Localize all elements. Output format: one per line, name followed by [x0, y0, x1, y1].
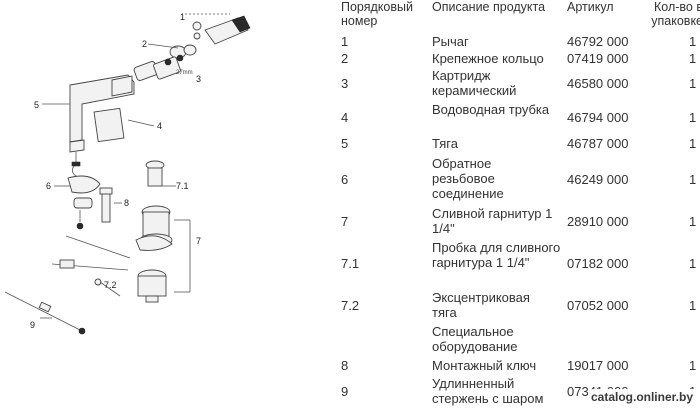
row-description: Удлинненный стержень с шаром	[432, 376, 544, 406]
row-quantity: 1	[689, 214, 697, 229]
row-number: 7.1	[341, 256, 360, 271]
row-quantity: 1	[689, 172, 697, 187]
row-description: Обратное резьбовое соединение	[432, 156, 504, 201]
row-article: 07419 000	[567, 51, 629, 66]
section-title: Специальное оборудование	[432, 324, 518, 354]
callout-lines	[40, 13, 230, 319]
callout-1: 1	[180, 12, 185, 22]
row-number: 5	[341, 136, 349, 151]
cartridge-part: 27mm	[133, 44, 197, 81]
exploded-parts-diagram: 27mm	[0, 0, 335, 408]
row-number: 2	[341, 51, 349, 66]
row-number: 9	[341, 384, 349, 399]
row-quantity: 1	[689, 358, 697, 373]
row-description: Крепежное кольцо	[432, 51, 544, 66]
row-article: 28910 000	[567, 214, 629, 229]
callout-4: 4	[157, 121, 162, 131]
row-article: 07052 000	[567, 298, 629, 313]
dimension-label: 27mm	[176, 70, 193, 76]
row-article: 19017 000	[567, 358, 629, 373]
header-quantity: Кол-во в упаковке	[651, 0, 700, 28]
connection-part	[67, 175, 101, 230]
row-number: 7.2	[341, 298, 360, 313]
extended-rod-part	[4, 291, 86, 335]
header-number: Порядковый номер	[341, 0, 413, 28]
row-description: Пробка для сливного гарнитура 1 1/4"	[432, 240, 561, 270]
lever-part	[192, 15, 251, 45]
row-number: 7	[341, 214, 349, 229]
row-quantity: 1	[689, 298, 697, 313]
wrench-part	[99, 187, 113, 223]
row-description: Тяга	[432, 136, 458, 151]
diagram-drawing: 27mm	[4, 12, 251, 335]
row-quantity: 1	[689, 110, 697, 125]
row-quantity: 1	[689, 256, 697, 271]
row-description: Сливной гарнитур 1 1/4"	[432, 206, 553, 236]
callout-6: 6	[46, 181, 51, 191]
row-article: 46249 000	[567, 172, 629, 187]
drain-set-part	[51, 160, 173, 303]
callout-7-2: 7.2	[104, 280, 117, 290]
row-number: 1	[341, 34, 349, 49]
faucet-body	[69, 74, 135, 187]
watermark: catalog.onliner.by	[587, 389, 696, 406]
row-description: Водоводная трубка	[432, 102, 550, 117]
row-article: 46580 000	[567, 76, 629, 91]
callout-3: 3	[196, 74, 201, 84]
row-description: Картридж керамический	[432, 68, 517, 98]
row-description: Эксцентриковая тяга	[432, 290, 530, 320]
row-description: Монтажный ключ	[432, 358, 537, 373]
row-quantity: 1	[689, 76, 697, 91]
row-number: 6	[341, 172, 349, 187]
row-number: 4	[341, 110, 349, 125]
callout-7-1: 7.1	[176, 181, 189, 191]
row-description: Рычаг	[432, 34, 469, 49]
row-article: 46787 000	[567, 136, 629, 151]
callout-8: 8	[124, 198, 129, 208]
callout-9: 9	[30, 320, 35, 330]
row-article: 46794 000	[567, 110, 629, 125]
row-number: 3	[341, 76, 349, 91]
row-article: 46792 000	[567, 34, 629, 49]
row-number: 8	[341, 358, 349, 373]
callout-2: 2	[142, 39, 147, 49]
callout-7: 7	[196, 236, 201, 246]
parts-table: Порядковый номер Описание продукта Артик…	[340, 0, 700, 408]
header-article: Артикул	[567, 0, 614, 14]
header-description: Описание продукта	[432, 0, 546, 14]
row-quantity: 1	[689, 51, 697, 66]
row-quantity: 1	[689, 136, 697, 151]
callout-5: 5	[34, 100, 39, 110]
row-quantity: 1	[689, 34, 697, 49]
row-article: 07182 000	[567, 256, 629, 271]
